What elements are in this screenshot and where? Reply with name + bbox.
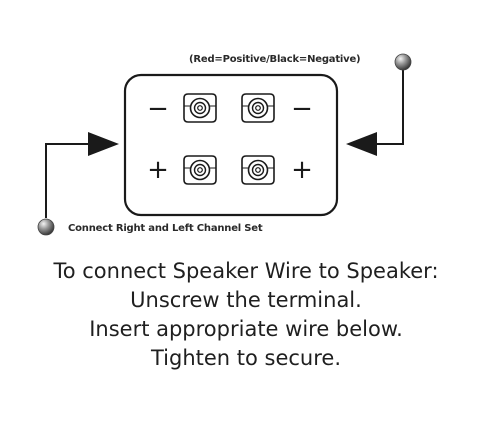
instruction-line: Unscrew the terminal. bbox=[130, 288, 362, 312]
instruction-line: Insert appropriate wire below. bbox=[89, 317, 403, 341]
arrow-right-icon bbox=[88, 132, 119, 156]
channel-callout-label: Connect Right and Left Channel Set bbox=[68, 223, 263, 234]
terminal-left-negative-icon bbox=[183, 93, 217, 123]
polarity-callout-leader bbox=[346, 53, 412, 156]
instructions-block: To connect Speaker Wire to Speaker: Unsc… bbox=[0, 257, 492, 373]
instruction-line: Tighten to secure. bbox=[150, 346, 342, 370]
negative-sign-left: − bbox=[147, 94, 169, 124]
polarity-callout-knob-icon bbox=[394, 53, 412, 71]
polarity-callout-label: (Red=Positive/Black=Negative) bbox=[189, 54, 361, 65]
channel-callout-leader bbox=[37, 132, 119, 236]
positive-sign-left: + bbox=[147, 155, 169, 185]
arrow-left-icon bbox=[346, 132, 377, 156]
instruction-line: To connect Speaker Wire to Speaker: bbox=[53, 259, 439, 283]
positive-sign-right: + bbox=[291, 155, 313, 185]
terminal-right-positive-icon bbox=[241, 155, 275, 185]
terminal-right-negative-icon bbox=[241, 93, 275, 123]
terminal-left-positive-icon bbox=[183, 155, 217, 185]
speaker-terminal-diagram: − − + + bbox=[37, 53, 412, 236]
negative-sign-right: − bbox=[291, 94, 313, 124]
channel-callout-knob-icon bbox=[37, 218, 55, 236]
terminal-panel bbox=[123, 73, 339, 217]
